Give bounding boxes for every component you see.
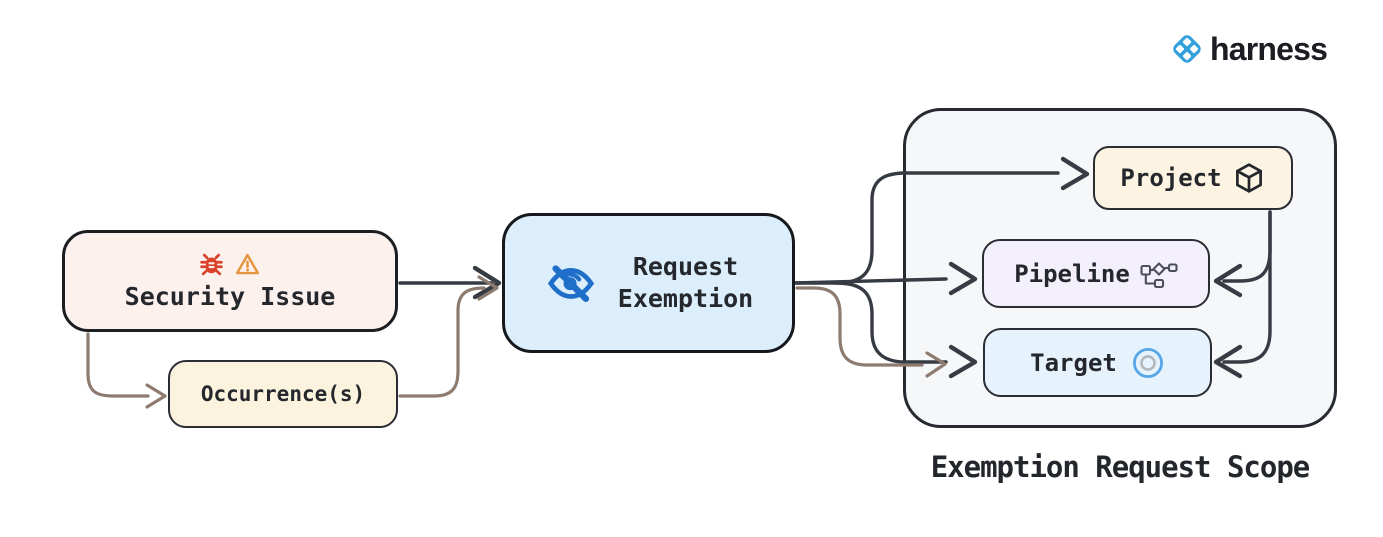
security-issue-icons	[198, 251, 262, 278]
request-exemption-label: Request Exemption	[617, 251, 754, 314]
arrowhead-exemption	[472, 265, 502, 300]
pipeline-label: Pipeline	[1014, 259, 1130, 288]
node-request-exemption: Request Exemption	[502, 213, 795, 353]
harness-logomark-icon	[1168, 30, 1206, 68]
scope-title: Exemption Request Scope	[930, 450, 1311, 484]
arrow-security-to-occurrence	[86, 332, 150, 398]
bug-icon	[198, 251, 225, 278]
node-occurrence: Occurrence(s)	[168, 360, 398, 428]
occurrence-label: Occurrence(s)	[200, 382, 366, 406]
arrowhead-occurrence	[145, 383, 167, 409]
package-icon	[1232, 161, 1266, 195]
project-label: Project	[1120, 164, 1222, 192]
node-pipeline: Pipeline	[982, 239, 1210, 308]
node-security-issue: Security Issue	[62, 230, 398, 332]
node-target: Target	[983, 328, 1212, 397]
arrow-occurrence-to-exemption	[398, 286, 486, 398]
security-issue-label: Security Issue	[124, 282, 336, 311]
harness-logo: harness	[1168, 29, 1328, 69]
harness-wordmark: harness	[1210, 31, 1328, 67]
pipeline-icon	[1140, 259, 1178, 289]
node-project: Project	[1093, 146, 1293, 210]
eye-off-icon	[544, 256, 598, 310]
arrowhead-occurrence-exemption	[477, 275, 499, 301]
target-label: Target	[1030, 348, 1117, 377]
target-icon	[1131, 346, 1165, 380]
warning-icon	[233, 251, 262, 278]
